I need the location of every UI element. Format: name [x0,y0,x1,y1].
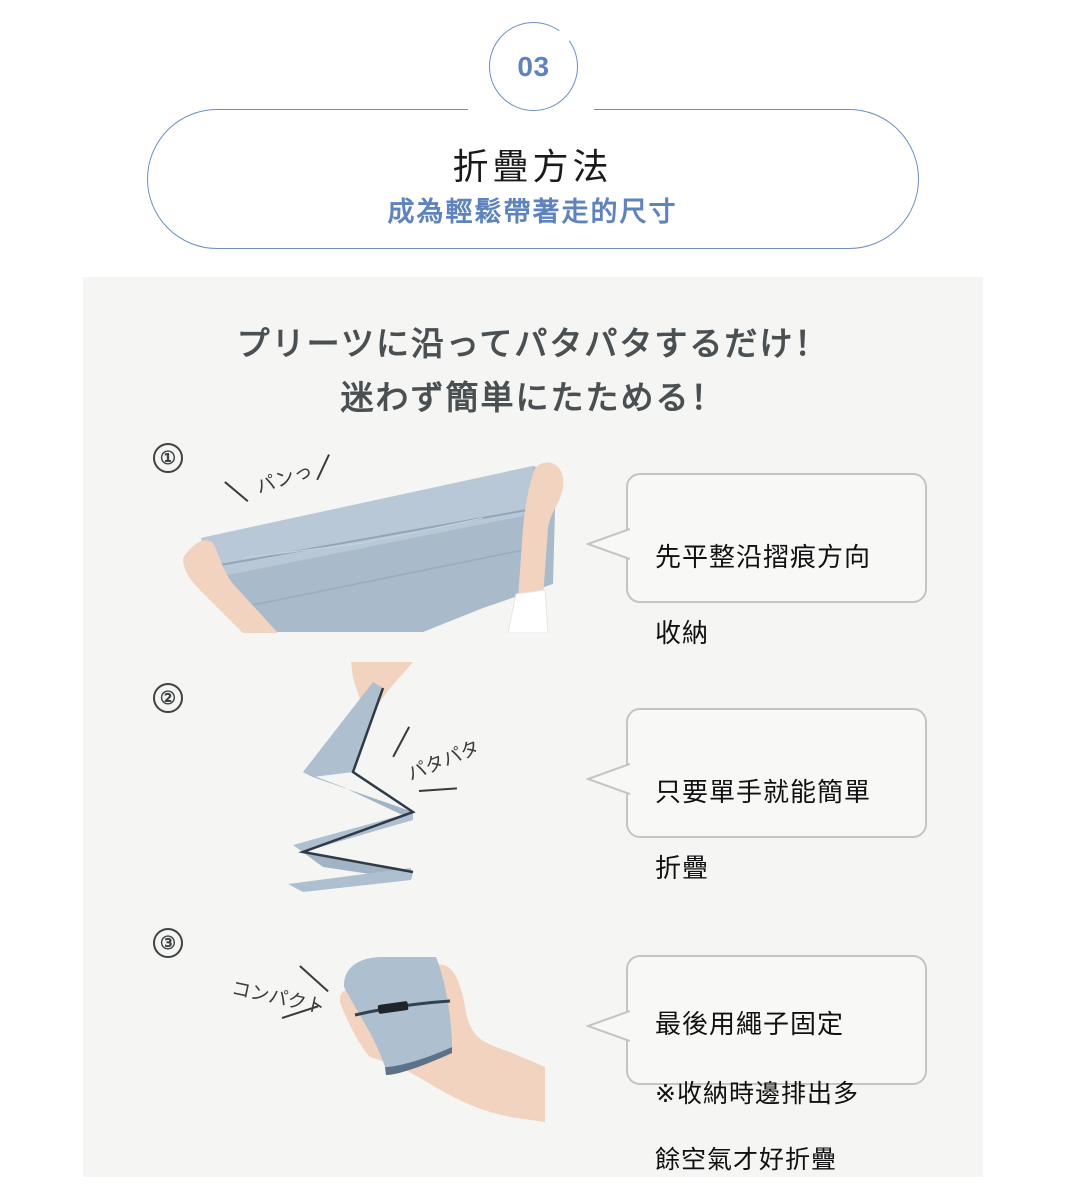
step-2: ② パタパタ [83,662,983,902]
bubble-tail [586,528,630,560]
lead-line-1: プリーツに沿ってパタパタするだけ！ [236,324,830,363]
hand-holding-compact-bag-photo [340,957,545,1122]
sound-effect-3: コンパクト [229,977,327,1019]
hand-folding-bag-photo [288,662,416,892]
section-number: 03 [517,50,550,82]
step-3: ③ コンパクト [83,927,983,1127]
step-number-2: ② [153,683,183,713]
section-header: 03 折疊方法 成為輕鬆帶著走的尺寸 [0,0,1065,260]
speech-bubble-1: 先平整沿摺痕方向 收納 [586,473,927,649]
lead-line-2: 迷わず簡単にたためる！ [340,378,726,417]
bubble-text-3: 最後用繩子固定 ※收納時邊排出多 餘空氣才好折疊 [655,1010,859,1174]
step-number-1: ① [153,443,183,473]
step-number-3: ③ [153,928,183,958]
hands-stretching-bag-photo [183,462,564,633]
step-1: ① パンっ [83,442,983,633]
section-subtitle: 成為輕鬆帶著走的尺寸 [387,197,678,228]
bubble-text-2: 只要單手就能簡單 折疊 [655,778,872,884]
instructions-panel: プリーツに沿ってパタパタするだけ！ 迷わず簡単にたためる！ ① パンっ 先平整沿… [83,277,983,1177]
sfx-dash [418,787,457,792]
speech-bubble-3: 最後用繩子固定 ※收納時邊排出多 餘空氣才好折疊 [586,955,927,1174]
lead-text: プリーツに沿ってパタパタするだけ！ 迷わず簡単にたためる！ [83,317,983,425]
bubble-text-1: 先平整沿摺痕方向 收納 [655,543,872,649]
bubble-tail [586,763,630,795]
title-pill-frame [147,109,919,249]
bubble-tail [586,1010,630,1042]
speech-bubble-2: 只要單手就能簡單 折疊 [586,708,927,884]
section-title: 折疊方法 [452,147,613,188]
